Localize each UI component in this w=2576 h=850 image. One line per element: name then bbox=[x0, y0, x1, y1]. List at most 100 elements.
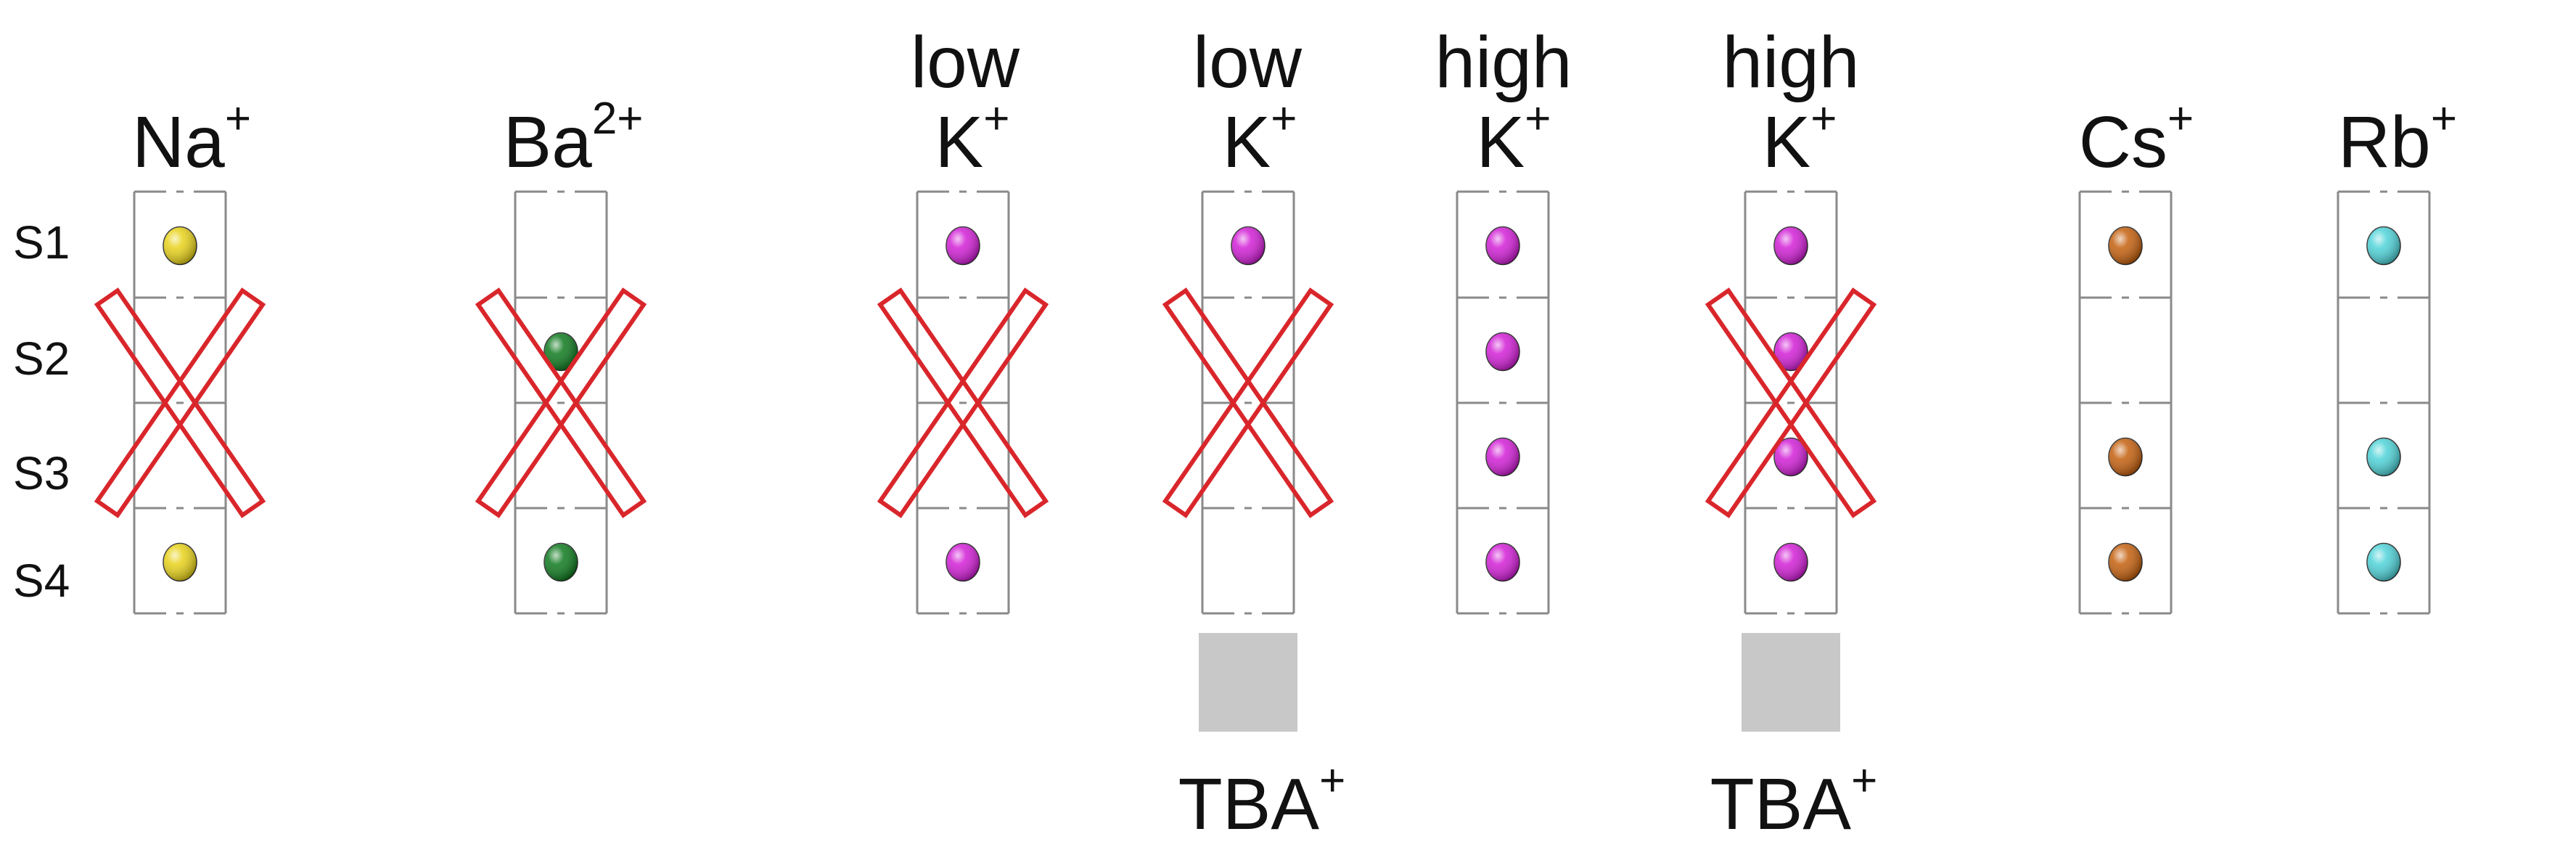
ion-ball-shine bbox=[1486, 438, 1519, 476]
ion-title-cs: Cs+ bbox=[1998, 97, 2274, 179]
ion-charge: + bbox=[2430, 94, 2458, 144]
ion-low-k-s4 bbox=[946, 542, 980, 582]
ion-ball-shine bbox=[1774, 438, 1808, 476]
ion-rb-s1 bbox=[2366, 226, 2401, 266]
ion-high-k-tba-s2 bbox=[1773, 332, 1808, 372]
ion-high-k-s4 bbox=[1485, 542, 1520, 582]
ion-charge: + bbox=[2167, 94, 2194, 144]
site-label-s4: S4 bbox=[13, 555, 70, 607]
ion-charge: + bbox=[1271, 94, 1297, 144]
site-label-s2: S2 bbox=[13, 332, 70, 385]
cross-bar bbox=[94, 287, 266, 518]
ion-ball-shine bbox=[946, 226, 980, 265]
cross-bar bbox=[1162, 287, 1334, 518]
cross-bar bbox=[94, 287, 266, 518]
ion-ball-shine bbox=[1486, 543, 1519, 581]
ion-ball-shine bbox=[1486, 332, 1519, 371]
filter-box-cs bbox=[2078, 190, 2173, 615]
qualifier-low-k: low bbox=[910, 22, 1020, 103]
ion-charge: + bbox=[224, 94, 252, 144]
ion-title-na: Na+ bbox=[54, 97, 329, 179]
ion-symbol: Na bbox=[131, 102, 225, 183]
ion-rb-s4 bbox=[2366, 542, 2401, 582]
cross-bar bbox=[877, 287, 1049, 518]
qualifier-low-k-tba: low bbox=[1192, 22, 1303, 103]
cross-bar bbox=[1705, 287, 1877, 518]
blocker-charge: + bbox=[1319, 756, 1346, 806]
ion-charge: 2+ bbox=[591, 94, 644, 144]
ion-ball-shine bbox=[946, 543, 980, 581]
ion-ball-shine bbox=[1774, 226, 1808, 265]
ion-symbol: Ba bbox=[503, 102, 592, 183]
ion-cs-s4 bbox=[2108, 542, 2143, 582]
ion-ba-s4 bbox=[543, 542, 578, 582]
ion-ball-shine bbox=[163, 543, 197, 581]
cross-low-k bbox=[877, 287, 1049, 518]
cross-bar bbox=[877, 287, 1049, 518]
tba-blocker-low-k-tba bbox=[1199, 633, 1297, 732]
ion-cs-s3 bbox=[2108, 437, 2143, 477]
ion-ball-shine bbox=[1486, 226, 1519, 265]
filter-box-na bbox=[133, 190, 227, 615]
filter-box-ba bbox=[514, 190, 608, 615]
blocker-label-high-k-tba: TBA+ bbox=[1656, 759, 1932, 841]
ion-symbol: K bbox=[1762, 102, 1811, 183]
ion-title-high-k-tba: K+ bbox=[1662, 97, 1937, 179]
cross-bar bbox=[1705, 287, 1877, 518]
ion-title-high-k: K+ bbox=[1376, 97, 1652, 179]
ion-ball-shine bbox=[2367, 438, 2400, 476]
ion-high-k-tba-s1 bbox=[1773, 226, 1808, 266]
ion-ball-shine bbox=[544, 332, 578, 371]
qualifier-high-k-tba: high bbox=[1722, 22, 1860, 103]
blocker-charge: + bbox=[1851, 756, 1878, 806]
cross-ba bbox=[475, 287, 647, 518]
ion-cs-s1 bbox=[2108, 226, 2143, 266]
filter-box-low-k-tba bbox=[1201, 190, 1295, 615]
ion-ball-shine bbox=[544, 543, 578, 581]
ion-high-k-s1 bbox=[1485, 226, 1520, 266]
filter-boxes bbox=[133, 190, 2431, 615]
tba-blockers bbox=[1199, 633, 1840, 732]
cross-bar bbox=[475, 287, 647, 518]
filter-box-high-k-tba bbox=[1744, 190, 1838, 615]
blocker-name: TBA bbox=[1178, 764, 1320, 845]
ion-symbol: Rb bbox=[2337, 102, 2431, 183]
ion-ball-shine bbox=[1231, 226, 1265, 265]
ion-ball-shine bbox=[1774, 332, 1808, 371]
filter-box-rb bbox=[2337, 190, 2431, 615]
ion-high-k-s2 bbox=[1485, 332, 1520, 372]
cross-na bbox=[94, 287, 266, 518]
filter-box-low-k bbox=[916, 190, 1010, 615]
ion-ball-shine bbox=[163, 226, 197, 265]
ion-title-rb: Rb+ bbox=[2260, 97, 2535, 179]
ion-low-k-tba-s1 bbox=[1231, 226, 1266, 266]
non-conducting-crosses bbox=[94, 287, 1877, 518]
ion-symbol: Cs bbox=[2078, 102, 2167, 183]
blocker-label-low-k-tba: TBA+ bbox=[1124, 759, 1400, 841]
ion-symbol: K bbox=[1222, 102, 1271, 183]
site-label-s3: S3 bbox=[13, 447, 70, 499]
ion-low-k-s1 bbox=[946, 226, 980, 266]
filter-box-high-k bbox=[1456, 190, 1550, 615]
ion-ball-shine bbox=[2367, 226, 2400, 265]
ions bbox=[163, 226, 2401, 582]
ion-symbol: K bbox=[935, 102, 984, 183]
blocker-name: TBA bbox=[1710, 764, 1852, 845]
ion-charge: + bbox=[983, 94, 1010, 144]
site-label-s1: S1 bbox=[13, 216, 70, 269]
ion-rb-s3 bbox=[2366, 437, 2401, 477]
ion-title-low-k-tba: K+ bbox=[1122, 97, 1398, 179]
ion-title-low-k: K+ bbox=[834, 97, 1110, 179]
ion-high-k-tba-s4 bbox=[1773, 542, 1808, 582]
ion-ball-shine bbox=[2109, 438, 2142, 476]
qualifier-high-k: high bbox=[1435, 22, 1572, 103]
ion-ba-s2 bbox=[543, 332, 578, 372]
ion-ball-shine bbox=[2367, 543, 2400, 581]
cross-low-k-tba bbox=[1162, 287, 1334, 518]
ion-title-ba: Ba2+ bbox=[435, 97, 711, 179]
ion-ball-shine bbox=[2109, 226, 2142, 265]
ion-symbol: K bbox=[1476, 102, 1525, 183]
cross-high-k-tba bbox=[1705, 287, 1877, 518]
